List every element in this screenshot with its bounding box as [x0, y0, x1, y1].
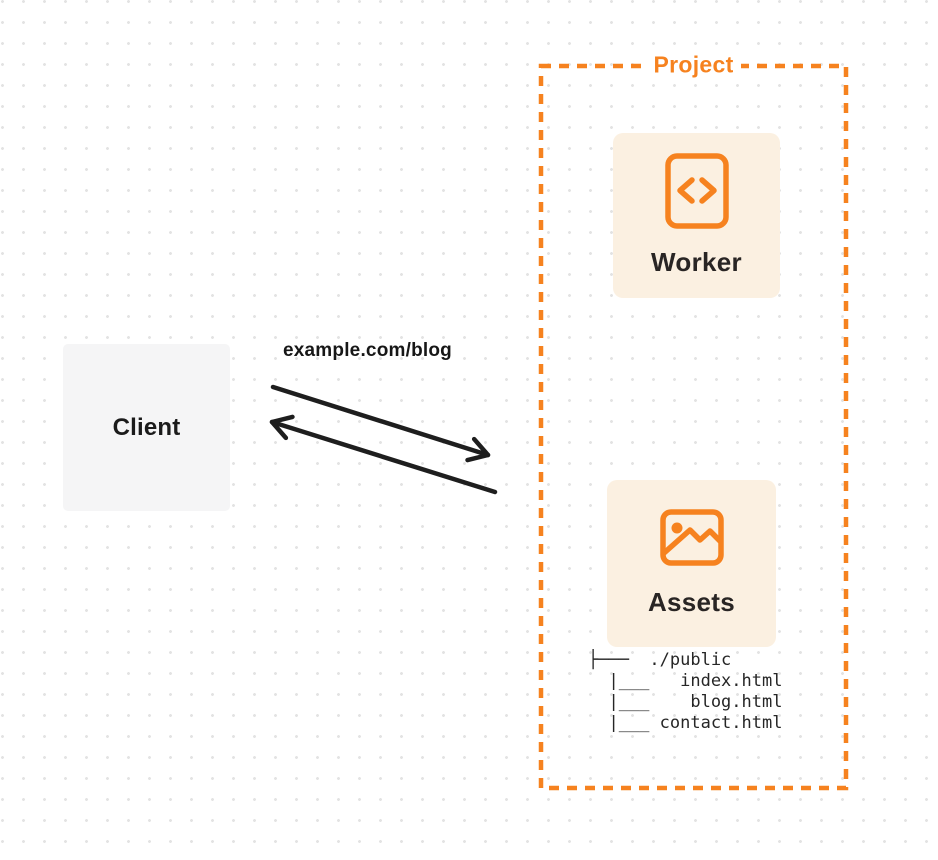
assets-label: Assets	[647, 587, 736, 617]
response-arrow	[269, 414, 498, 495]
tree-line-public: ├─── ./public	[588, 650, 732, 670]
client-label: Client	[112, 413, 181, 441]
tree-line-contact-html: |___ contact.html	[588, 713, 783, 733]
code-file-icon	[664, 153, 729, 229]
request-arrow	[270, 384, 491, 463]
client-node: Client	[63, 344, 230, 511]
assets-node: Assets	[607, 480, 776, 647]
tree-line-blog-html: |___ blog.html	[588, 692, 783, 712]
assets-file-tree: ├─── ./public |___ index.html |___ blog.…	[588, 650, 782, 734]
project-label: Project	[646, 51, 741, 79]
image-icon	[659, 509, 724, 566]
worker-node: Worker	[613, 133, 780, 298]
project-group: Project	[541, 51, 846, 79]
request-url-label: example.com/blog	[283, 340, 452, 361]
tree-line-index-html: |___ index.html	[588, 671, 783, 691]
worker-label: Worker	[651, 247, 742, 277]
